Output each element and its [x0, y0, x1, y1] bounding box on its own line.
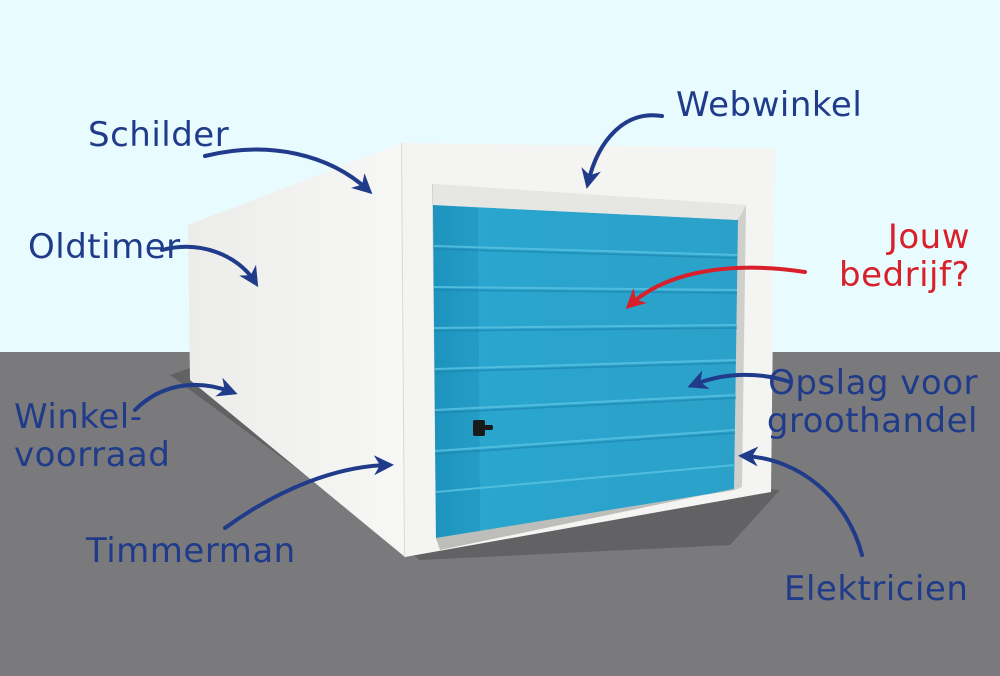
label-schilder: Schilder [88, 115, 230, 155]
label-jouw-bedrijf: Jouw bedrijf? [839, 217, 970, 295]
arrow-webwinkel [581, 113, 664, 189]
label-webwinkel: Webwinkel [676, 85, 863, 125]
door-top-reveal [433, 184, 746, 220]
arrow-jouw-bedrijf [625, 265, 807, 310]
label-oldtimer: Oldtimer [28, 227, 181, 267]
door-threshold [436, 487, 742, 550]
arrow-opslag [687, 370, 792, 390]
arrow-winkel [133, 377, 238, 412]
garage-side-wall [188, 143, 405, 557]
label-timmerman: Timmerman [86, 531, 296, 571]
label-winkel-voorraad: Winkel- voorraad [14, 397, 171, 475]
door-handle-icon [473, 420, 493, 436]
arrow-oldtimer [160, 244, 259, 288]
label-opslag-groothandel: Opslag voor groothandel [766, 363, 978, 441]
arrow-schilder [203, 147, 373, 195]
door-panel-shadows [433, 248, 738, 455]
door-panel-lines [433, 245, 738, 493]
arrow-timmerman [223, 455, 394, 530]
label-elektricien: Elektricien [784, 569, 969, 609]
arrow-elektricien [738, 446, 864, 557]
